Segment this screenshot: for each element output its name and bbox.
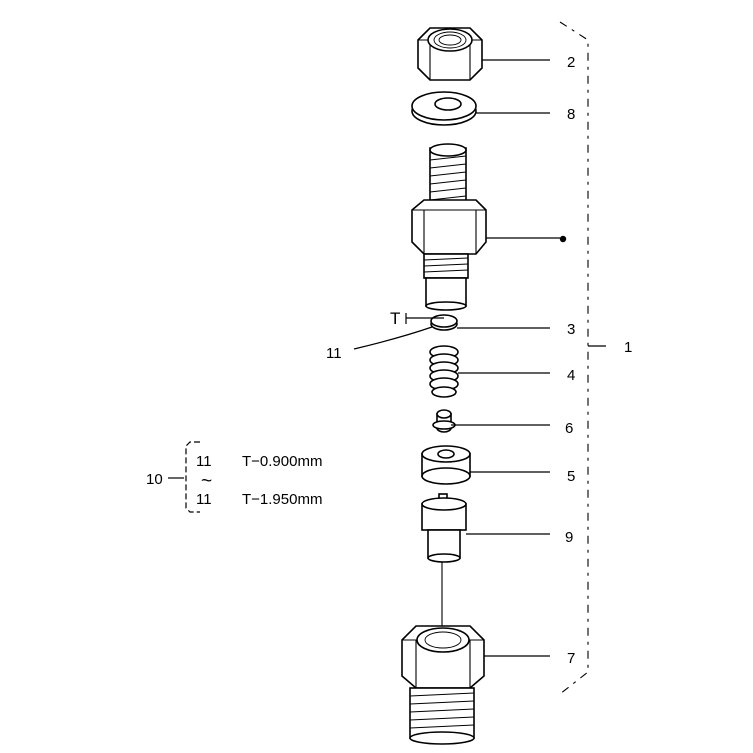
shim-range-tilde: ~ xyxy=(201,471,212,492)
callout-spacer: 5 xyxy=(567,468,575,485)
spacer-part xyxy=(421,445,471,485)
callout-shim-kit: 10 xyxy=(146,471,163,488)
washer-part xyxy=(411,91,477,126)
callout-nozzle: 9 xyxy=(565,529,573,546)
callout-shim-pointer: 11 xyxy=(326,345,342,362)
hex-nut-part xyxy=(417,27,483,81)
thickness-marker: T xyxy=(390,309,400,328)
callout-assembly: 1 xyxy=(624,339,632,356)
spring-part xyxy=(429,345,459,398)
callout-shim: 3 xyxy=(567,321,575,338)
injector-body-part xyxy=(411,143,487,311)
retaining-nut-part xyxy=(401,625,485,745)
shim-range-to-thickness: T−1.950mm xyxy=(242,491,322,508)
callout-spring: 4 xyxy=(567,367,575,384)
nozzle-part xyxy=(421,493,467,563)
callout-retaining-nut: 7 xyxy=(567,650,575,667)
spring-seat-part xyxy=(432,409,456,433)
assembly-bracket xyxy=(559,21,606,695)
shim-range-from-index: 11 xyxy=(196,453,212,470)
shim-kit-range: 10 11 T−0.900mm ~ 11 T−1.950mm xyxy=(146,441,322,513)
shim-range-to-index: 11 xyxy=(196,491,212,508)
callout-spring-seat: 6 xyxy=(565,420,573,437)
shim-range-from-thickness: T−0.900mm xyxy=(242,453,322,470)
leader-lines xyxy=(353,59,567,657)
callout-washer: 8 xyxy=(567,106,575,123)
shim-part xyxy=(430,314,458,331)
callout-nut: 2 xyxy=(567,54,575,71)
leader-dot-icon xyxy=(559,235,567,243)
